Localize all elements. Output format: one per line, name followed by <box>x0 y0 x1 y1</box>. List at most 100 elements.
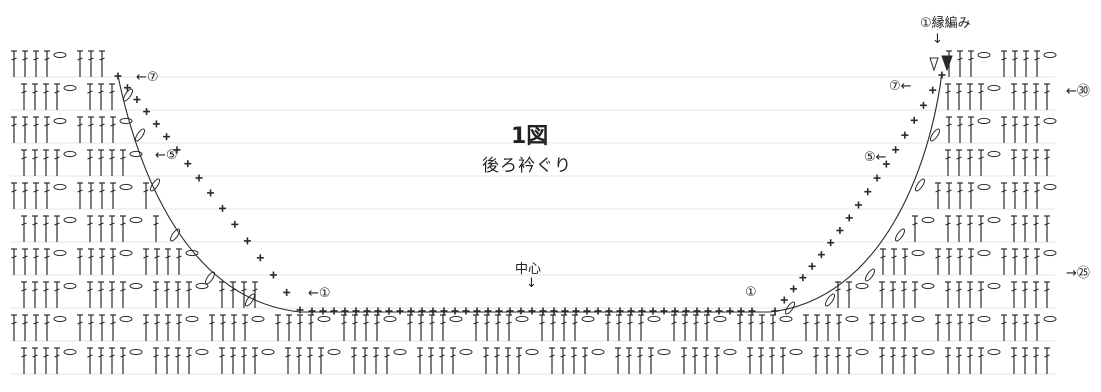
chain-stitch <box>261 348 275 356</box>
treble-stitch <box>54 149 60 176</box>
treble-stitch <box>891 248 897 275</box>
treble-stitch <box>143 314 149 341</box>
figure-subtitle: 後ろ衿ぐり <box>482 156 572 176</box>
treble-stitch <box>1033 215 1039 242</box>
chain-stitch <box>119 117 133 125</box>
treble-stitch <box>21 281 27 308</box>
treble-stitch <box>560 347 566 374</box>
edging-label: ①縁編み <box>920 16 971 31</box>
treble-stitch <box>571 347 577 374</box>
treble-stitch <box>692 347 698 374</box>
treble-stitch <box>109 215 115 242</box>
chain-stitch <box>987 84 1001 92</box>
treble-stitch <box>186 347 192 374</box>
chain-stitch <box>855 348 869 356</box>
chain-stitch <box>1043 315 1057 323</box>
treble-stitch <box>417 347 423 374</box>
treble-stitch <box>967 149 973 176</box>
edging-arrow: ↓ <box>932 32 943 47</box>
treble-stitch <box>1034 50 1040 77</box>
treble-stitch <box>836 314 842 341</box>
chain-stitch <box>129 216 143 224</box>
treble-stitch <box>1044 347 1050 374</box>
treble-stitch <box>77 182 83 209</box>
treble-stitch <box>318 347 324 374</box>
treble-stitch <box>22 182 28 209</box>
chain-stitch <box>204 271 216 285</box>
treble-stitch <box>21 83 27 110</box>
treble-stitch <box>890 281 896 308</box>
treble-stitch <box>1001 314 1007 341</box>
treble-stitch <box>98 347 104 374</box>
treble-stitch <box>957 314 963 341</box>
treble-stitch <box>945 83 951 110</box>
left-row1-marker: ←① <box>308 286 331 301</box>
treble-stitch <box>890 347 896 374</box>
treble-stitch <box>703 347 709 374</box>
treble-stitch <box>99 50 105 77</box>
treble-stitch <box>912 215 918 242</box>
treble-stitch <box>880 248 886 275</box>
treble-stitch <box>77 50 83 77</box>
treble-stitch <box>351 347 357 374</box>
treble-stitch <box>363 314 369 341</box>
chain-stitch <box>515 315 529 323</box>
treble-stitch <box>77 248 83 275</box>
treble-stitch <box>220 314 226 341</box>
treble-stitch <box>978 83 984 110</box>
treble-stitch <box>1012 50 1018 77</box>
treble-stitch <box>846 347 852 374</box>
treble-stitch <box>846 281 852 308</box>
chain-stitch <box>251 315 265 323</box>
treble-stitch <box>231 314 237 341</box>
center-label: 中心 <box>515 262 542 277</box>
chain-stitch <box>1043 51 1057 59</box>
treble-stitch <box>1034 314 1040 341</box>
treble-stitch <box>439 347 445 374</box>
chain-stitch <box>195 282 209 290</box>
treble-stitch <box>516 347 522 374</box>
treble-stitch <box>1011 281 1017 308</box>
treble-stitch <box>175 281 181 308</box>
treble-stitch <box>880 314 886 341</box>
treble-stitch <box>1044 281 1050 308</box>
treble-stitch <box>912 347 918 374</box>
treble-stitch <box>143 248 149 275</box>
chain-stitch <box>921 348 935 356</box>
treble-stitch <box>759 314 765 341</box>
left-row5-marker: ←⑤ <box>155 148 178 163</box>
chain-stitch <box>581 315 595 323</box>
treble-stitch <box>22 116 28 143</box>
treble-stitch <box>968 182 974 209</box>
treble-stitch <box>43 347 49 374</box>
treble-stitch <box>44 314 50 341</box>
chain-stitch <box>855 282 869 290</box>
treble-stitch <box>154 314 160 341</box>
chain-stitch <box>63 84 77 92</box>
treble-stitch <box>957 116 963 143</box>
chain-stitch <box>119 315 133 323</box>
treble-stitch <box>21 149 27 176</box>
chain-stitch <box>63 216 77 224</box>
treble-stitch <box>219 347 225 374</box>
treble-stitch <box>1022 215 1028 242</box>
treble-stitch <box>879 281 885 308</box>
treble-stitch <box>33 182 39 209</box>
treble-stitch <box>252 347 258 374</box>
right-row5-marker: ⑤← <box>864 150 887 165</box>
right-row30-marker: ←㉚ <box>1066 84 1090 99</box>
treble-stitch <box>1001 248 1007 275</box>
treble-stitch <box>87 149 93 176</box>
treble-stitch <box>1022 149 1028 176</box>
treble-stitch <box>373 347 379 374</box>
treble-stitch <box>825 314 831 341</box>
treble-stitch <box>110 116 116 143</box>
treble-stitch <box>11 50 17 77</box>
chain-stitch <box>977 117 991 125</box>
left-row7-marker: ←⑦ <box>136 70 159 85</box>
chain-stitch <box>1043 117 1057 125</box>
end-triangle-icon <box>941 55 953 72</box>
treble-stitch <box>582 347 588 374</box>
treble-stitch <box>957 248 963 275</box>
treble-stitch <box>770 314 776 341</box>
